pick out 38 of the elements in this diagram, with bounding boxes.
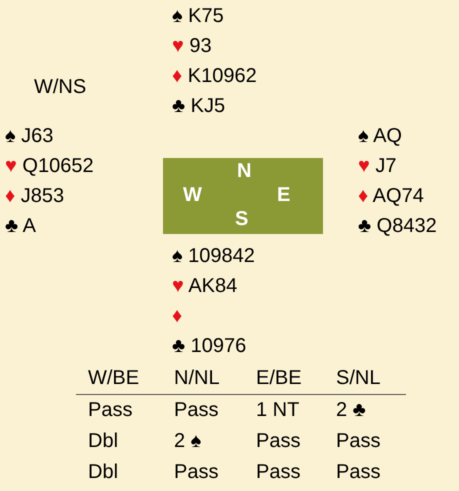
auction-header: W/BE — [88, 366, 140, 390]
hand-holding: ♦ K10962 — [172, 64, 257, 88]
auction-call: 2 ♠ — [174, 429, 202, 453]
compass-letter: S — [235, 208, 248, 230]
auction-call: Pass — [256, 429, 300, 453]
compass-letter: W — [183, 184, 202, 206]
compass-letter: E — [277, 184, 290, 206]
auction-header: E/BE — [256, 366, 302, 390]
dealer-vulnerability: W/NS — [34, 75, 86, 99]
auction-call: Pass — [256, 460, 300, 484]
auction-call: Pass — [336, 460, 380, 484]
hand-holding: ♠ K75 — [172, 4, 224, 28]
hand-holding: ♠ J63 — [5, 124, 54, 148]
compass-letter: N — [237, 160, 252, 182]
auction-call: 1 NT — [256, 398, 300, 422]
auction-header: N/NL — [174, 366, 220, 390]
hand-holding: ♣ 10976 — [172, 334, 246, 358]
auction-call: Pass — [336, 429, 380, 453]
hand-holding: ♠ AQ — [358, 124, 402, 148]
auction-call: Dbl — [88, 429, 118, 453]
compass-box — [163, 158, 323, 234]
hand-holding: ♣ A — [5, 214, 36, 238]
auction-call: Pass — [88, 398, 132, 422]
hand-holding: ♦ — [172, 304, 182, 328]
auction-call: Dbl — [88, 460, 118, 484]
auction-header: S/NL — [336, 366, 380, 390]
hand-holding: ♦ AQ74 — [358, 184, 424, 208]
auction-call: Pass — [174, 460, 218, 484]
auction-call: Pass — [174, 398, 218, 422]
hand-holding: ♥ AK84 — [172, 274, 238, 298]
hand-holding: ♣ Q8432 — [358, 214, 437, 238]
hand-holding: ♦ J853 — [5, 184, 64, 208]
auction-call: 2 ♣ — [336, 398, 366, 422]
hand-holding: ♠ 109842 — [172, 244, 255, 268]
hand-holding: ♥ Q10652 — [5, 154, 94, 178]
hand-holding: ♥ J7 — [358, 154, 397, 178]
hand-holding: ♣ KJ5 — [172, 94, 226, 118]
hand-holding: ♥ 93 — [172, 34, 212, 58]
